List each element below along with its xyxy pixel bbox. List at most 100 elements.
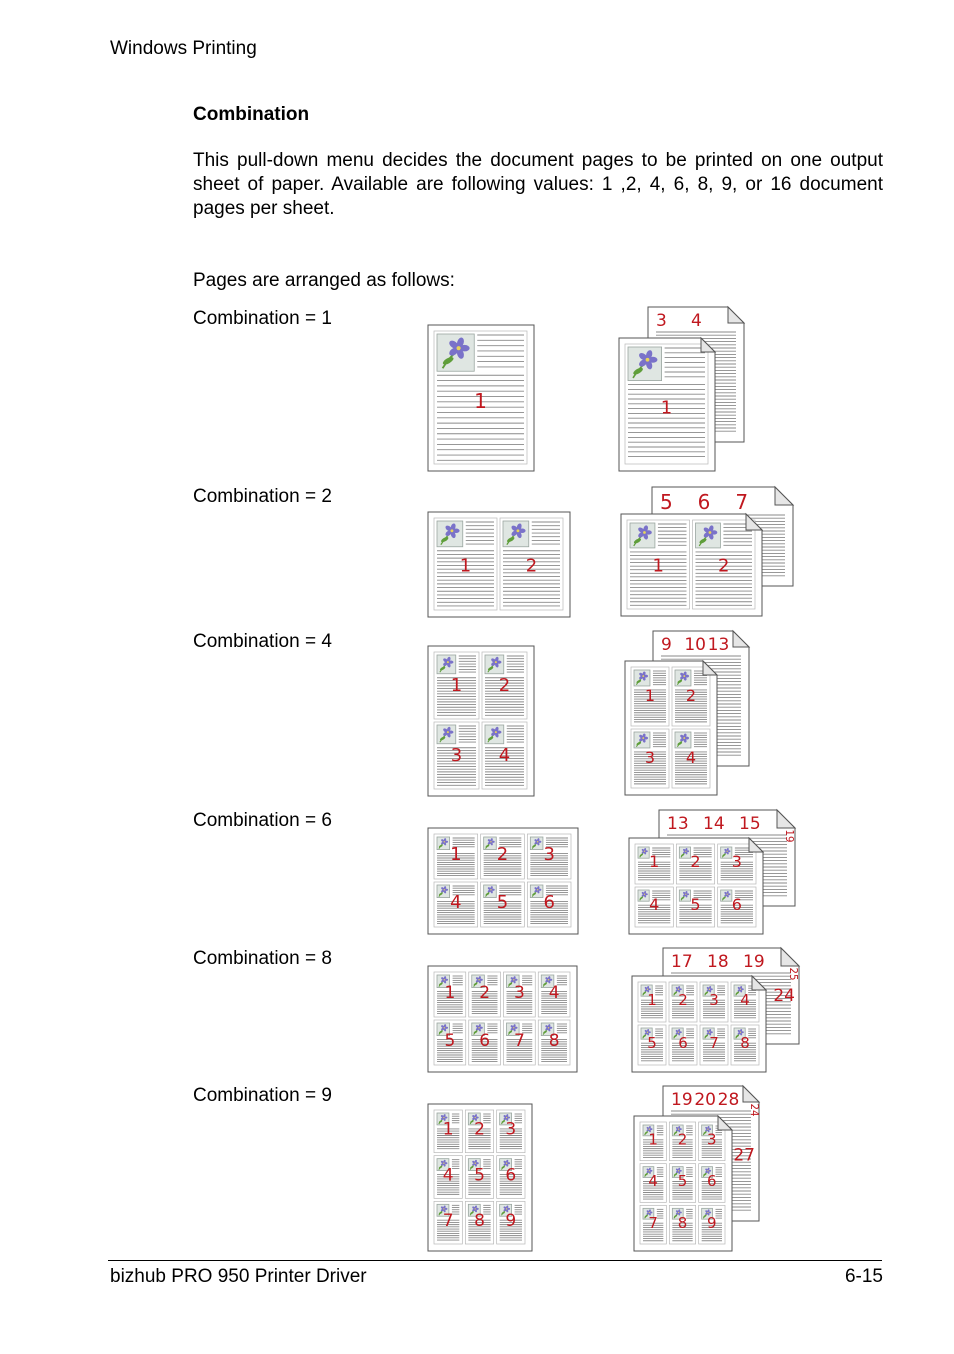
page-number: 9 bbox=[661, 635, 672, 655]
page-number: 1 bbox=[443, 1120, 454, 1140]
page-number: 2 bbox=[686, 686, 696, 705]
page-number: 5 bbox=[497, 892, 508, 913]
page-number: 3 bbox=[656, 311, 667, 331]
combination-1-front-sheet: 1 bbox=[427, 324, 535, 472]
page-number: 5 bbox=[678, 1172, 688, 1190]
page-number: 6 bbox=[479, 1031, 490, 1051]
page-number: 1 bbox=[649, 852, 659, 871]
page-number: 2 bbox=[678, 1130, 688, 1148]
page-number: 17 bbox=[671, 952, 693, 972]
page-number: 1 bbox=[451, 675, 462, 696]
page-number: 3 bbox=[707, 1130, 717, 1148]
page-number: 4 bbox=[443, 1165, 454, 1185]
page-number: 13 bbox=[667, 814, 689, 834]
page-number: 6 bbox=[698, 490, 711, 514]
page-number: 9 bbox=[707, 1214, 717, 1232]
page-number: 4 bbox=[549, 983, 560, 1003]
page-number: 8 bbox=[474, 1211, 485, 1231]
combination-4-stack-top: 1 2 3 4 bbox=[624, 659, 719, 796]
page-number: 2 bbox=[690, 852, 700, 871]
page-number: 1 bbox=[444, 983, 455, 1003]
page-number: 8 bbox=[740, 1034, 750, 1052]
page-number: 27 bbox=[733, 1145, 755, 1165]
combination-6-stack-top: 1 2 3 4 5 6 bbox=[628, 836, 765, 935]
page-number: 1 bbox=[474, 389, 487, 413]
footer-product: bizhub PRO 950 Printer Driver bbox=[110, 1266, 367, 1287]
section-description: This pull-down menu decides the document… bbox=[193, 150, 883, 219]
page-number: 19 bbox=[783, 830, 794, 843]
page-number: 1 bbox=[653, 556, 664, 577]
page-number: 4 bbox=[649, 895, 659, 914]
page-number: 7 bbox=[648, 1214, 658, 1232]
page-number: 13 bbox=[708, 635, 730, 655]
page-number: 6 bbox=[678, 1034, 688, 1052]
page-number: 4 bbox=[686, 748, 696, 767]
page-number: 4 bbox=[740, 991, 750, 1009]
footer-page-number: 6-15 bbox=[844, 1266, 883, 1287]
section-intro: Pages are arranged as follows: bbox=[193, 270, 455, 291]
combination-9-label: Combination = 9 bbox=[193, 1085, 332, 1106]
page-number: 6 bbox=[707, 1172, 717, 1190]
page-number: 3 bbox=[709, 991, 719, 1009]
page-number: 2 bbox=[479, 983, 490, 1003]
page-number: 4 bbox=[648, 1172, 658, 1190]
page-number: 5 bbox=[660, 490, 673, 514]
combination-1-stack-top: 1 bbox=[618, 336, 717, 472]
page-number: 19 bbox=[671, 1090, 693, 1110]
page-number: 8 bbox=[549, 1031, 560, 1051]
combination-2-label: Combination = 2 bbox=[193, 486, 332, 507]
page-number: 5 bbox=[444, 1031, 455, 1051]
page-number: 7 bbox=[514, 1031, 525, 1051]
page-number: 5 bbox=[474, 1165, 485, 1185]
page-number: 5 bbox=[647, 1034, 657, 1052]
combination-4-label: Combination = 4 bbox=[193, 631, 332, 652]
page-number: 25 bbox=[787, 968, 798, 981]
page-number: 15 bbox=[739, 814, 761, 834]
page-number: 7 bbox=[443, 1211, 454, 1231]
page-number: 18 bbox=[707, 952, 729, 972]
page-number: 8 bbox=[678, 1214, 688, 1232]
combination-1-label: Combination = 1 bbox=[193, 308, 332, 329]
page-number: 6 bbox=[732, 895, 742, 914]
page-number: 1 bbox=[647, 991, 657, 1009]
combination-8-label: Combination = 8 bbox=[193, 948, 332, 969]
page-number: 3 bbox=[543, 844, 554, 865]
page-number: 6 bbox=[505, 1165, 516, 1185]
page-number: 1 bbox=[450, 844, 461, 865]
page-number: 7 bbox=[709, 1034, 719, 1052]
page-number: 5 bbox=[690, 895, 700, 914]
page-number: 2 bbox=[499, 675, 510, 696]
page-number: 24 bbox=[748, 1104, 759, 1117]
page-number: 20 bbox=[694, 1090, 716, 1110]
page-number: 4 bbox=[450, 892, 461, 913]
page-number: 28 bbox=[718, 1090, 740, 1110]
page-number: 3 bbox=[451, 745, 462, 766]
page-number: 6 bbox=[543, 892, 554, 913]
page-number: 1 bbox=[645, 686, 655, 705]
combination-6-label: Combination = 6 bbox=[193, 810, 332, 831]
page-number: 24 bbox=[773, 986, 795, 1006]
page-number: 3 bbox=[645, 748, 655, 767]
running-header: Windows Printing bbox=[110, 38, 257, 59]
page-number: 1 bbox=[661, 398, 672, 419]
page-number: 9 bbox=[505, 1211, 516, 1231]
section-title: Combination bbox=[193, 104, 310, 125]
page-number: 2 bbox=[474, 1120, 485, 1140]
page-number: 10 bbox=[684, 635, 706, 655]
page-number: 3 bbox=[732, 852, 742, 871]
page-number: 19 bbox=[743, 952, 765, 972]
page-number: 4 bbox=[691, 311, 702, 331]
footer-rule bbox=[108, 1260, 882, 1261]
page-number: 14 bbox=[703, 814, 725, 834]
page-number: 3 bbox=[505, 1120, 516, 1140]
page-number: 1 bbox=[460, 555, 471, 576]
